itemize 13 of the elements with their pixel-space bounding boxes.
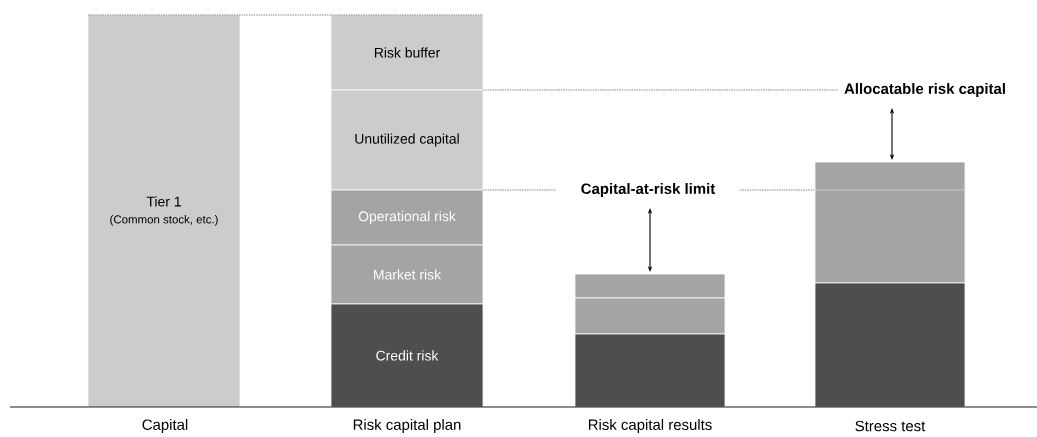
bar-segment: Credit risk [330,303,484,408]
bar-segment [574,273,726,299]
threshold-label: Allocatable risk capital [844,83,1005,97]
bar-segment [814,282,966,408]
bar-segment: Unutilized capital [330,89,484,191]
bar-segment [814,161,966,284]
bar-segment: Risk buffer [330,14,484,91]
bar-segment [574,333,726,408]
threshold-label: Capital-at-risk limit [581,183,716,197]
capital-bar: Tier 1 (Common stock, etc.) [87,14,241,408]
bar-segment: Operational risk [330,189,484,246]
bar-segment [574,297,726,335]
bar-segment: Market risk [330,244,484,305]
